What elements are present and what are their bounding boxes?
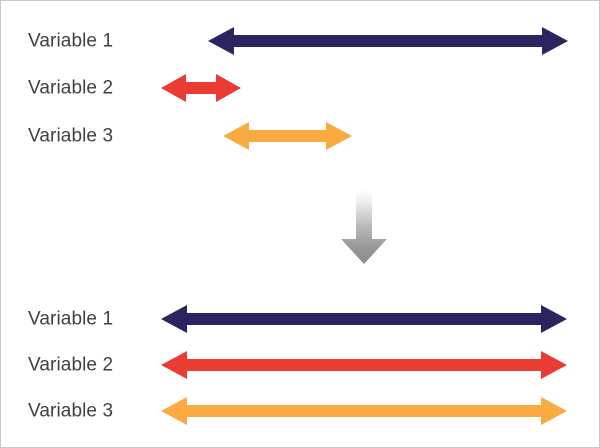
arrow-shape — [223, 122, 352, 150]
top-label-variable-3: Variable 3 — [28, 125, 114, 147]
bottom-label-variable-2: Variable 2 — [28, 354, 114, 376]
top-label-variable-1: Variable 1 — [28, 30, 114, 52]
arrow-shape — [161, 397, 567, 425]
bottom-arrow-variable-2 — [161, 351, 567, 379]
top-arrow-variable-2 — [161, 74, 241, 102]
bottom-arrow-variable-1 — [161, 305, 567, 333]
arrow-shape — [161, 74, 241, 102]
top-label-variable-2: Variable 2 — [28, 77, 114, 99]
top-arrow-variable-1 — [208, 27, 568, 55]
arrow-shape — [161, 305, 567, 333]
arrow-shape — [208, 27, 568, 55]
top-arrow-variable-3 — [223, 122, 352, 150]
arrow-shape — [341, 189, 387, 264]
bottom-arrow-variable-3 — [161, 397, 567, 425]
down-gradient-arrow-icon — [341, 189, 387, 264]
arrow-shape — [161, 351, 567, 379]
bottom-label-variable-1: Variable 1 — [28, 308, 114, 330]
bottom-label-variable-3: Variable 3 — [28, 400, 114, 422]
